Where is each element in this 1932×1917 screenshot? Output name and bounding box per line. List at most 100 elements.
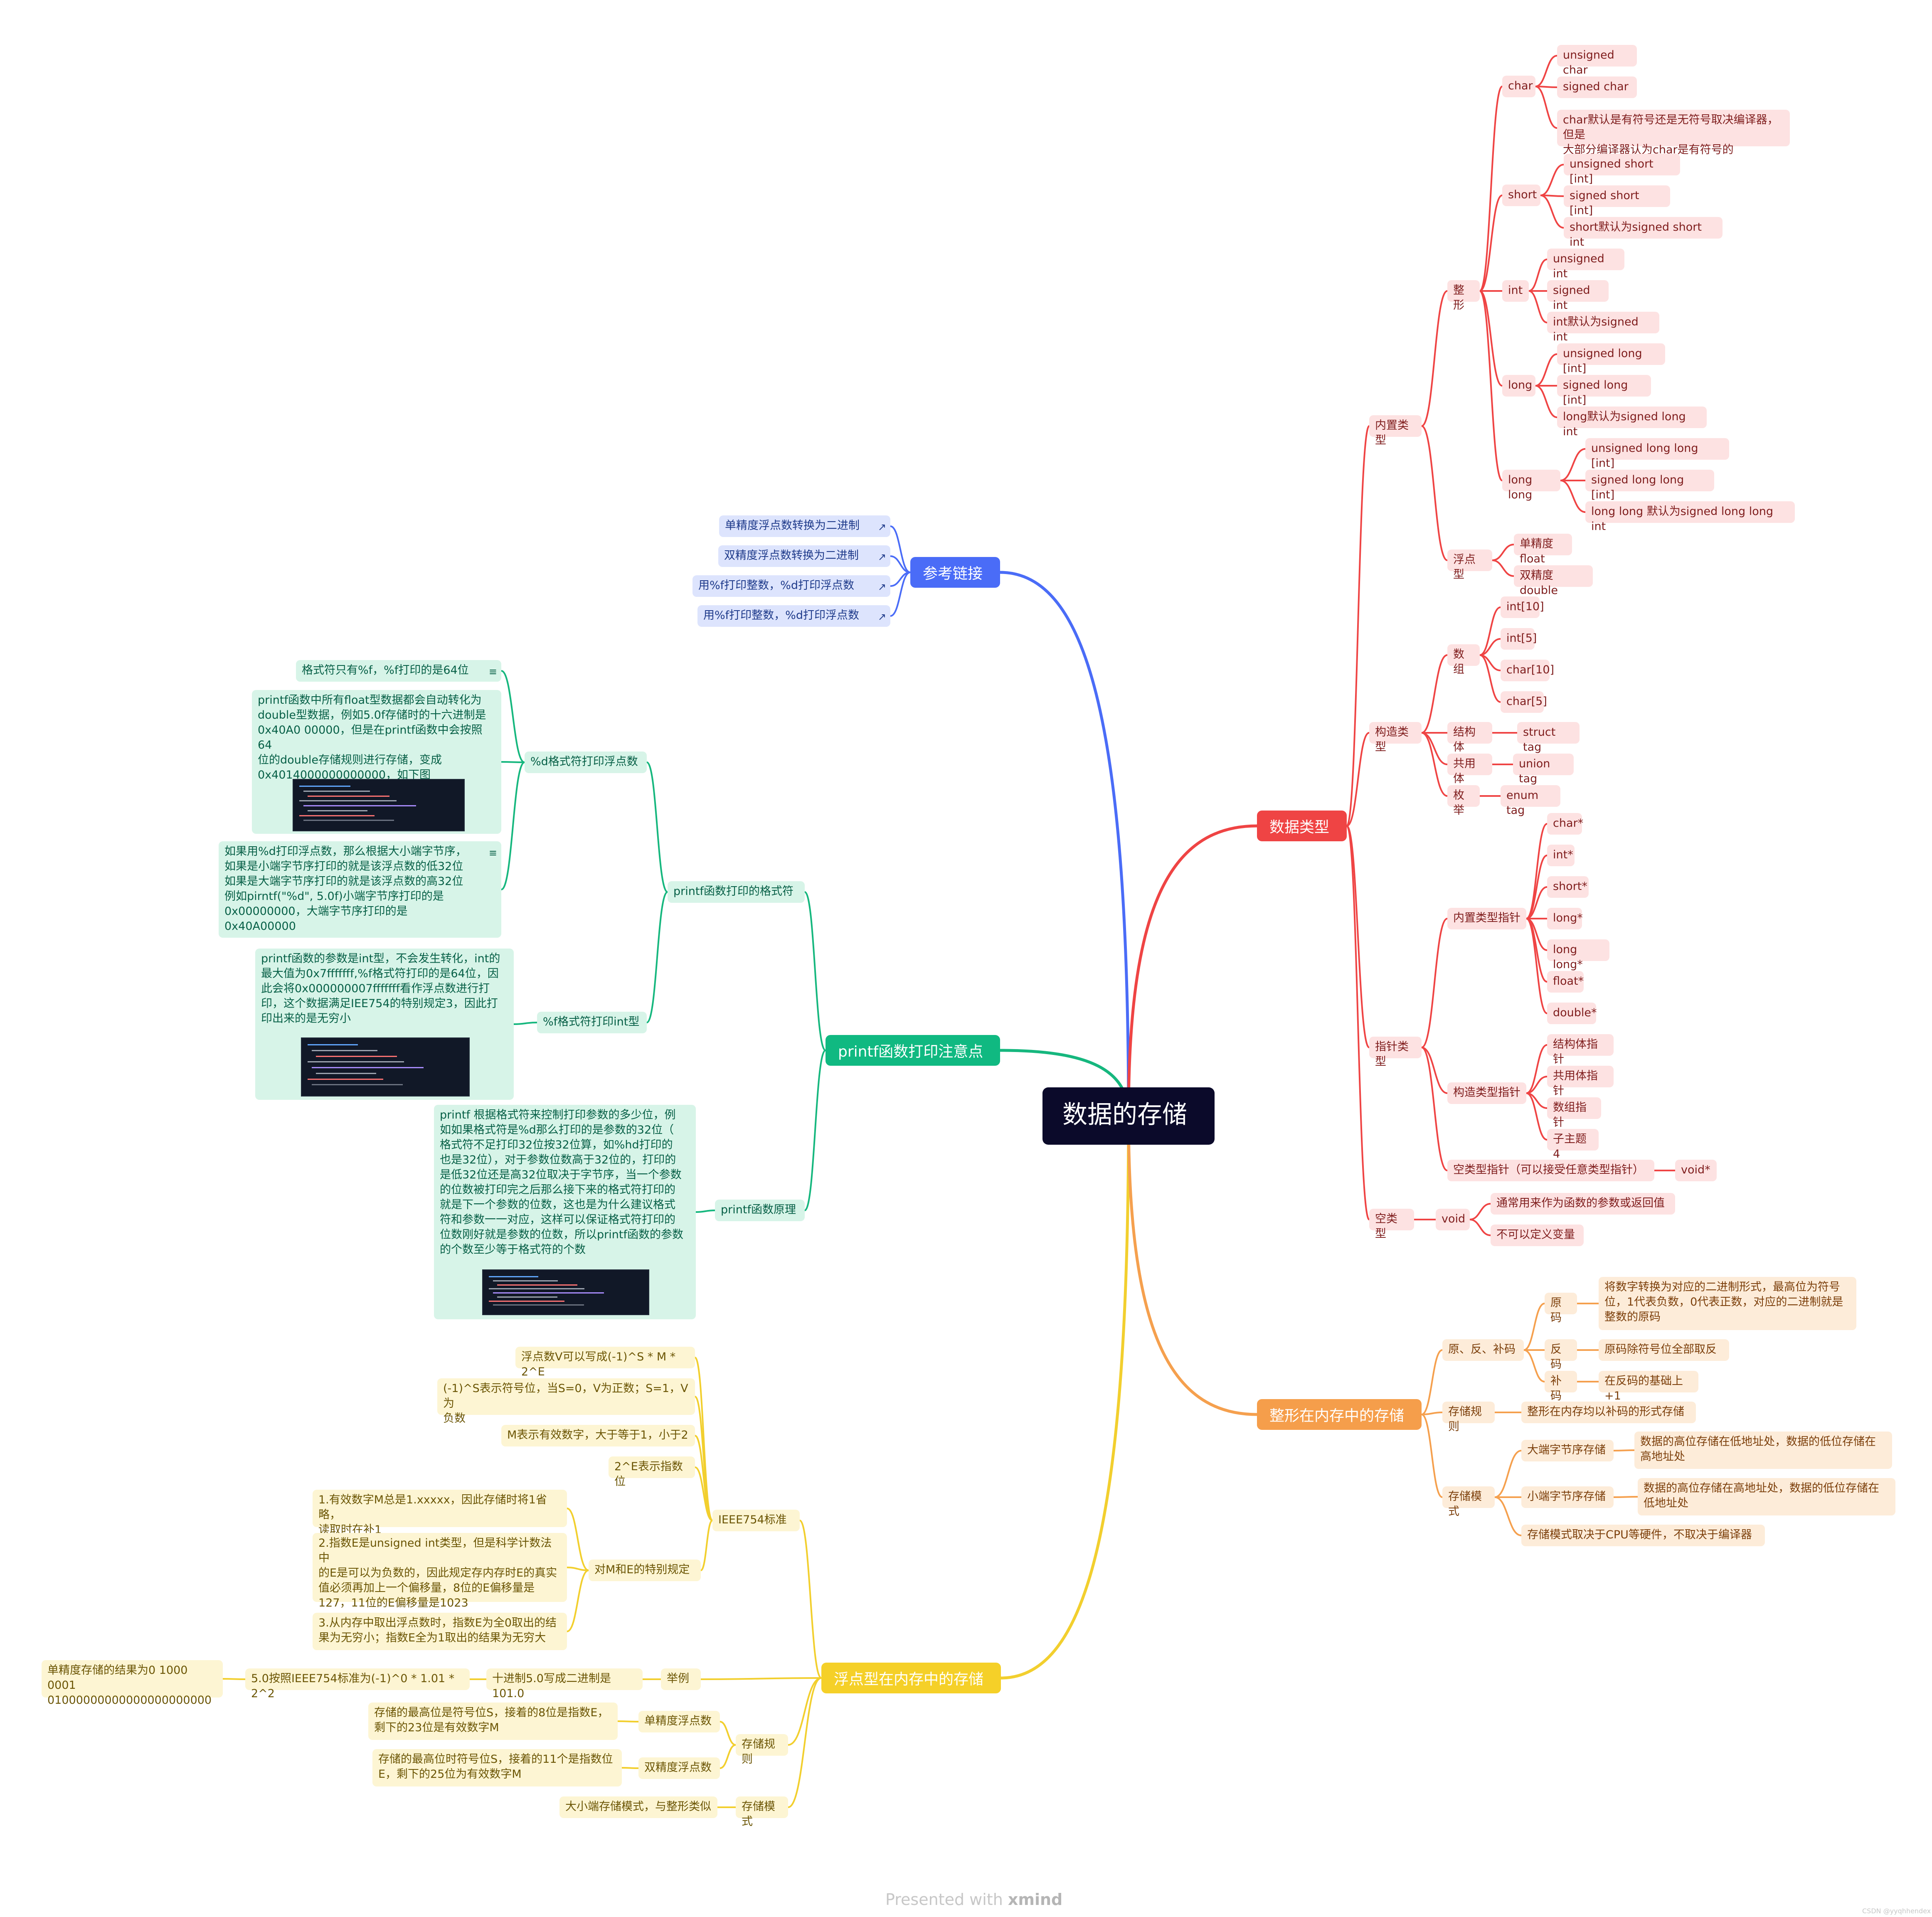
dt-empty[interactable]: 空类型 bbox=[1369, 1209, 1414, 1240]
pf-fmt[interactable]: printf函数打印的格式符 bbox=[668, 881, 805, 903]
ref-link-2[interactable]: 用%f打印整数，%d打印浮点数↗ bbox=[692, 575, 890, 597]
im-rule-desc[interactable]: 整形在内存均以补码的形式存储 bbox=[1521, 1402, 1696, 1423]
dt-long[interactable]: long bbox=[1502, 375, 1535, 397]
ref-link-0[interactable]: 单精度浮点数转换为二进制↗ bbox=[719, 515, 890, 537]
dt-short-item-2[interactable]: short默认为signed short int bbox=[1564, 217, 1723, 249]
dt-constructed-ptr-item-1[interactable]: 共用体指针 bbox=[1547, 1066, 1614, 1097]
fl-mode-desc[interactable]: 大小端存储模式，与整形类似 bbox=[559, 1796, 717, 1818]
im-inv-desc[interactable]: 原码除符号位全部取反 bbox=[1599, 1339, 1729, 1361]
im-little[interactable]: 小端字节序存储 bbox=[1521, 1486, 1614, 1508]
dt-long-item-0[interactable]: unsigned long [int] bbox=[1557, 343, 1665, 375]
fl-ex1[interactable]: 十进制5.0写成二进制是101.0 bbox=[486, 1668, 643, 1700]
fl-example[interactable]: 举例 bbox=[661, 1668, 701, 1690]
pf-d-float[interactable]: %d格式符打印浮点数 bbox=[525, 752, 647, 773]
ref-link-3[interactable]: 用%f打印整数，%d打印浮点数↗ bbox=[697, 605, 890, 627]
ref-link-1[interactable]: 双精度浮点数转换为二进制↗ bbox=[718, 545, 890, 567]
pf-d-item-0[interactable]: 格式符只有%f，%f打印的是64位≡ bbox=[296, 660, 501, 682]
dt-char-item-2[interactable]: char默认是有符号还是无符号取决编译器，但是 大部分编译器认为char是有符号… bbox=[1557, 110, 1790, 156]
dt-short-item-0[interactable]: unsigned short [int] bbox=[1564, 154, 1680, 185]
external-link-icon[interactable]: ↗ bbox=[877, 611, 886, 623]
dt-short-item-1[interactable]: signed short [int] bbox=[1564, 185, 1670, 217]
dt-short[interactable]: short bbox=[1502, 185, 1540, 206]
branch-datatypes[interactable]: 数据类型 bbox=[1257, 811, 1347, 841]
dt-pointer[interactable]: 指针类型 bbox=[1369, 1037, 1422, 1068]
dt-constructed-ptr[interactable]: 构造类型指针 bbox=[1447, 1082, 1526, 1104]
dt-union[interactable]: 共用体 bbox=[1447, 754, 1492, 785]
branch-float[interactable]: 浮点型在内存中的存储 bbox=[821, 1663, 1001, 1693]
fl-mode[interactable]: 存储模式 bbox=[736, 1796, 788, 1828]
fl-single[interactable]: 单精度浮点数 bbox=[638, 1711, 720, 1732]
dt-struct-tag[interactable]: struct tag bbox=[1517, 722, 1580, 754]
pf-principle[interactable]: printf函数原理 bbox=[715, 1200, 805, 1221]
fl-special-item-2[interactable]: 3.从内存中取出浮点数时，指数E为全0取出的结 果为无穷小；指数E全为1取出的结… bbox=[313, 1613, 567, 1650]
root-topic[interactable]: 数据的存储 bbox=[1042, 1087, 1215, 1145]
dt-array-item-2[interactable]: char[10] bbox=[1501, 660, 1554, 681]
dt-int-item-1[interactable]: signed int bbox=[1547, 280, 1609, 312]
dt-long-item-1[interactable]: signed long [int] bbox=[1557, 375, 1651, 407]
dt-struct[interactable]: 结构体 bbox=[1447, 722, 1492, 754]
im-mode-note[interactable]: 存储模式取决于CPU等硬件，不取决于编译器 bbox=[1521, 1525, 1765, 1546]
im-little-desc[interactable]: 数据的高位存储在高地址处，数据的低位存储在 低地址处 bbox=[1638, 1478, 1895, 1515]
pf-d-item-2[interactable]: 如果用%d打印浮点数，那么根据大小端字节序， 如果是小端字节序打印的就是该浮点数… bbox=[219, 841, 501, 938]
dt-void-ptr[interactable]: 空类型指针（可以接受任意类型指针） bbox=[1447, 1160, 1654, 1181]
fl-special-item-0[interactable]: 1.有效数字M总是1.xxxxx，因此存储时将1省略， 读取时在补1 bbox=[313, 1490, 567, 1536]
fl-special[interactable]: 对M和E的特别规定 bbox=[589, 1560, 701, 1581]
branch-refs[interactable]: 参考链接 bbox=[910, 557, 1000, 588]
dt-constructed[interactable]: 构造类型 bbox=[1369, 722, 1422, 754]
im-codes[interactable]: 原、反、补码 bbox=[1442, 1339, 1524, 1361]
branch-intmem[interactable]: 整形在内存中的存储 bbox=[1257, 1399, 1422, 1430]
pf-f-desc[interactable]: printf函数的参数是int型，不会发生转化，int的 最大值为0x7ffff… bbox=[255, 949, 514, 1100]
dt-builtin-ptr-item-1[interactable]: int* bbox=[1547, 845, 1575, 866]
fl-special-item-1[interactable]: 2.指数E是unsigned int类型，但是科学计数法中 的E是可以为负数的，… bbox=[313, 1533, 567, 1609]
dt-constructed-ptr-item-2[interactable]: 数组指针 bbox=[1547, 1097, 1601, 1129]
dt-builtin-ptr-item-4[interactable]: long long* bbox=[1547, 939, 1609, 971]
dt-floating-item-0[interactable]: 单精度float bbox=[1514, 534, 1572, 565]
dt-void-ptr-item[interactable]: void* bbox=[1675, 1160, 1717, 1181]
dt-int-item-0[interactable]: unsigned int bbox=[1547, 249, 1624, 280]
fl-double-desc[interactable]: 存储的最高位时符号位S，接着的11个是指数位 E，剩下的25位为有效数字M bbox=[372, 1749, 622, 1786]
dt-char-item-1[interactable]: signed char bbox=[1557, 76, 1637, 98]
im-mode[interactable]: 存储模式 bbox=[1442, 1486, 1495, 1518]
dt-floating[interactable]: 浮点型 bbox=[1447, 549, 1492, 581]
dt-longlong-item-0[interactable]: unsigned long long [int] bbox=[1585, 438, 1729, 470]
dt-longlong[interactable]: long long bbox=[1502, 470, 1560, 501]
im-orig-desc[interactable]: 将数字转换为对应的二进制形式，最高位为符号 位，1代表负数，0代表正数，对应的二… bbox=[1599, 1277, 1856, 1330]
external-link-icon[interactable]: ↗ bbox=[877, 551, 886, 563]
fl-ieee-item-3[interactable]: 2^E表示指数位 bbox=[609, 1456, 695, 1488]
fl-ieee[interactable]: IEEE754标准 bbox=[712, 1510, 800, 1531]
dt-builtin-ptr-item-0[interactable]: char* bbox=[1547, 813, 1583, 835]
im-inv[interactable]: 反码 bbox=[1545, 1339, 1577, 1371]
branch-printf[interactable]: printf函数打印注意点 bbox=[826, 1035, 1000, 1066]
dt-long-item-2[interactable]: long默认为signed long int bbox=[1557, 407, 1707, 438]
im-comp[interactable]: 补码 bbox=[1545, 1371, 1577, 1402]
dt-array[interactable]: 数组 bbox=[1447, 644, 1480, 676]
fl-ieee-item-2[interactable]: M表示有效数字，大于等于1，小于2 bbox=[501, 1425, 695, 1446]
dt-array-item-3[interactable]: char[5] bbox=[1501, 691, 1547, 713]
dt-void-item-0[interactable]: 通常用来作为函数的参数或返回值 bbox=[1491, 1193, 1675, 1215]
dt-char[interactable]: char bbox=[1502, 76, 1535, 97]
dt-void[interactable]: void bbox=[1436, 1209, 1470, 1230]
dt-int-item-2[interactable]: int默认为signed int bbox=[1547, 312, 1659, 343]
dt-void-item-1[interactable]: 不可以定义变量 bbox=[1491, 1225, 1584, 1246]
dt-constructed-ptr-item-3[interactable]: 子主题 4 bbox=[1547, 1129, 1599, 1161]
im-comp-desc[interactable]: 在反码的基础上+1 bbox=[1599, 1371, 1698, 1402]
dt-char-item-0[interactable]: unsigned char bbox=[1557, 45, 1637, 76]
dt-builtin-ptr-item-6[interactable]: double* bbox=[1547, 1003, 1597, 1024]
dt-int[interactable]: int bbox=[1502, 280, 1529, 302]
dt-builtin-ptr[interactable]: 内置类型指针 bbox=[1447, 908, 1526, 929]
fl-single-desc[interactable]: 存储的最高位是符号位S，接着的8位是指数E， 剩下的23位是有效数字M bbox=[368, 1703, 618, 1740]
dt-enum-tag[interactable]: enum tag bbox=[1501, 785, 1560, 817]
fl-ex3[interactable]: 单精度存储的结果为0 1000 0001 0100000000000000000… bbox=[42, 1660, 223, 1707]
dt-longlong-item-1[interactable]: signed long long [int] bbox=[1585, 470, 1714, 501]
dt-floating-item-1[interactable]: 双精度double bbox=[1514, 565, 1593, 597]
dt-longlong-item-2[interactable]: long long 默认为signed long long int bbox=[1585, 501, 1795, 533]
dt-union-tag[interactable]: union tag bbox=[1513, 754, 1574, 785]
dt-enum[interactable]: 枚举 bbox=[1447, 785, 1480, 817]
pf-f-int[interactable]: %f格式符打印int型 bbox=[537, 1012, 647, 1033]
dt-builtin-ptr-item-5[interactable]: float* bbox=[1547, 971, 1584, 993]
im-rule[interactable]: 存储规则 bbox=[1442, 1402, 1495, 1433]
fl-ieee-item-0[interactable]: 浮点数V可以写成(-1)^S * M * 2^E bbox=[515, 1347, 695, 1378]
dt-builtin-ptr-item-3[interactable]: long* bbox=[1547, 908, 1583, 929]
dt-integer[interactable]: 整形 bbox=[1447, 280, 1480, 312]
fl-storage[interactable]: 存储规则 bbox=[736, 1734, 788, 1766]
